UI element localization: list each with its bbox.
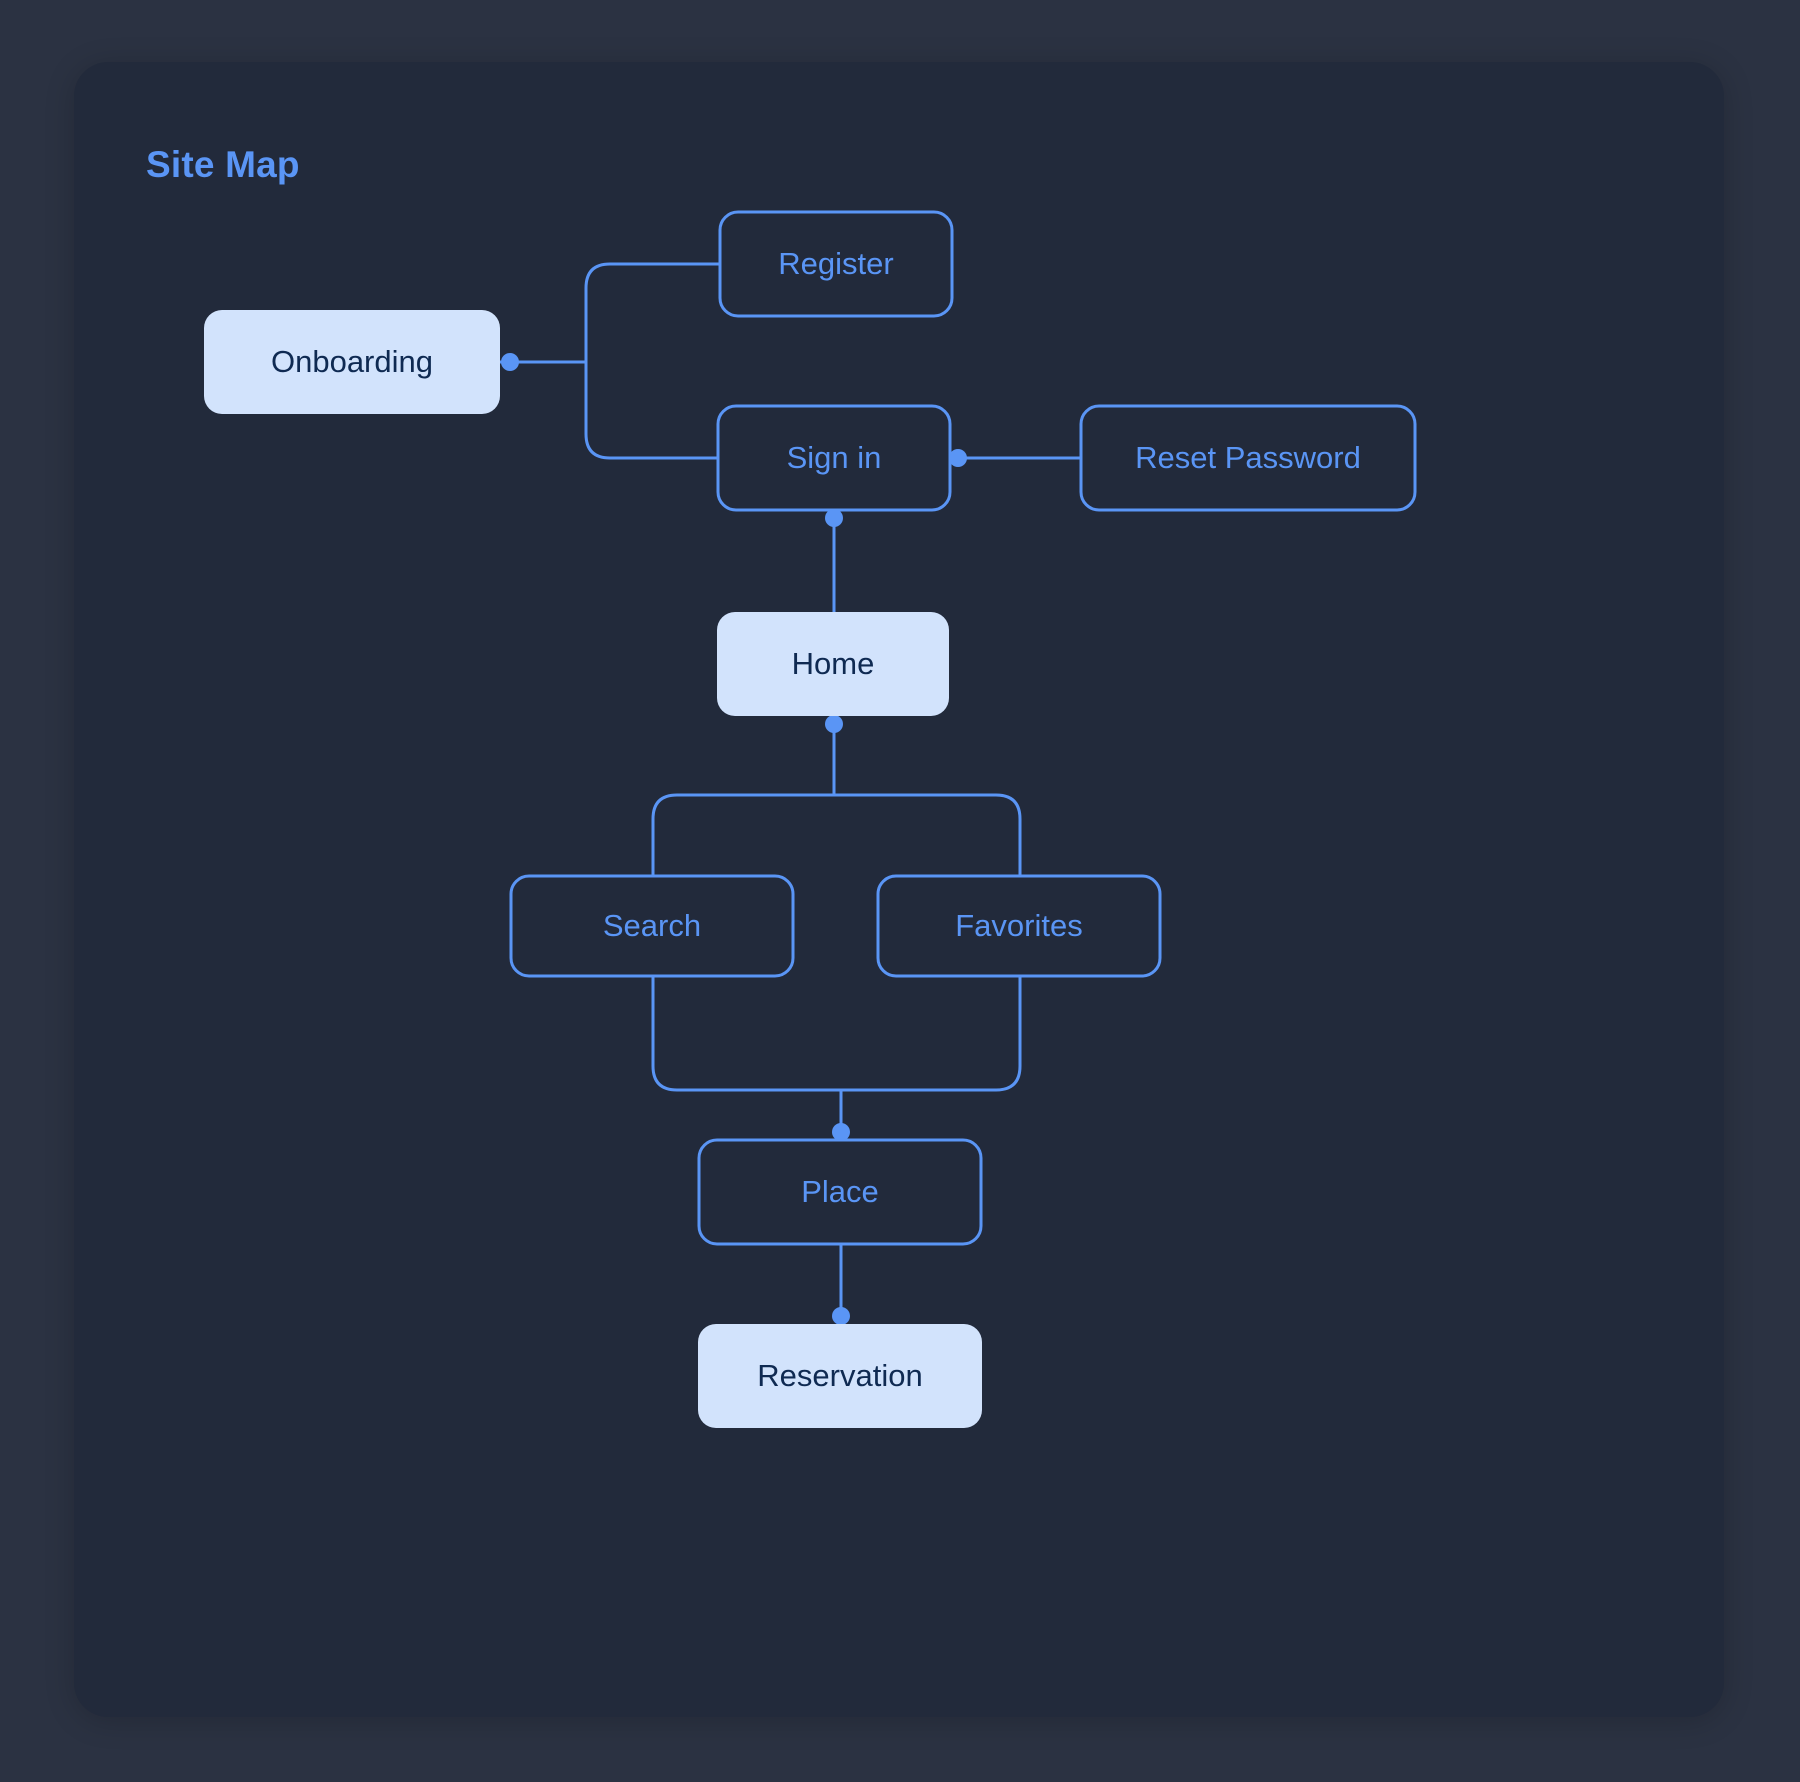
node-reservation-label: Reservation (757, 1358, 922, 1393)
connector-search-merge (651, 974, 843, 1092)
node-search-label: Search (603, 908, 701, 943)
node-reset-password[interactable]: Reset Password (1079, 404, 1417, 512)
node-onboarding[interactable]: Onboarding (204, 310, 500, 414)
edge-dot-signin-out (949, 449, 967, 467)
node-onboarding-label: Onboarding (271, 344, 433, 379)
node-home[interactable]: Home (717, 612, 949, 716)
node-signin-box[interactable] (716, 404, 952, 512)
page-title: Site Map (146, 144, 300, 185)
node-favorites-box[interactable] (876, 874, 1162, 978)
connector-dot-layer (501, 353, 967, 1325)
node-onboarding-box[interactable] (204, 310, 500, 414)
edge-dot-signin-home (825, 509, 843, 527)
connector-home-search (651, 793, 836, 978)
node-signin[interactable]: Sign in (716, 404, 952, 512)
node-favorites[interactable]: Favorites (876, 874, 1162, 978)
node-register-box[interactable] (718, 210, 954, 318)
node-search[interactable]: Search (509, 874, 795, 978)
node-reservation[interactable]: Reservation (698, 1324, 982, 1428)
edge-dot-place-in (832, 1123, 850, 1141)
edge-dot-home-out (825, 715, 843, 733)
node-place-label: Place (801, 1174, 879, 1209)
node-reservation-box[interactable] (698, 1324, 982, 1428)
connector-home-favorites (832, 793, 1022, 978)
node-reset-password-label: Reset Password (1135, 440, 1361, 475)
node-register[interactable]: Register (718, 210, 954, 318)
node-favorites-label: Favorites (955, 908, 1082, 943)
node-register-label: Register (778, 246, 893, 281)
node-signin-label: Sign in (787, 440, 882, 475)
node-place-box[interactable] (697, 1138, 983, 1246)
node-place[interactable]: Place (697, 1138, 983, 1246)
edge-dot-onboarding-out (501, 353, 519, 371)
node-reset-password-box[interactable] (1079, 404, 1417, 512)
sitemap-diagram: Onboarding Register Sign in Reset Passwo… (204, 210, 1417, 1428)
edge-dot-reservation-in (832, 1307, 850, 1325)
connector-favorites-merge (839, 974, 1022, 1092)
connector-onboarding-register (584, 262, 722, 364)
sitemap-card: Site Map (74, 62, 1724, 1717)
node-search-box[interactable] (509, 874, 795, 978)
node-home-box[interactable] (717, 612, 949, 716)
connector-onboarding-signin (584, 360, 720, 460)
node-home-label: Home (792, 646, 875, 681)
